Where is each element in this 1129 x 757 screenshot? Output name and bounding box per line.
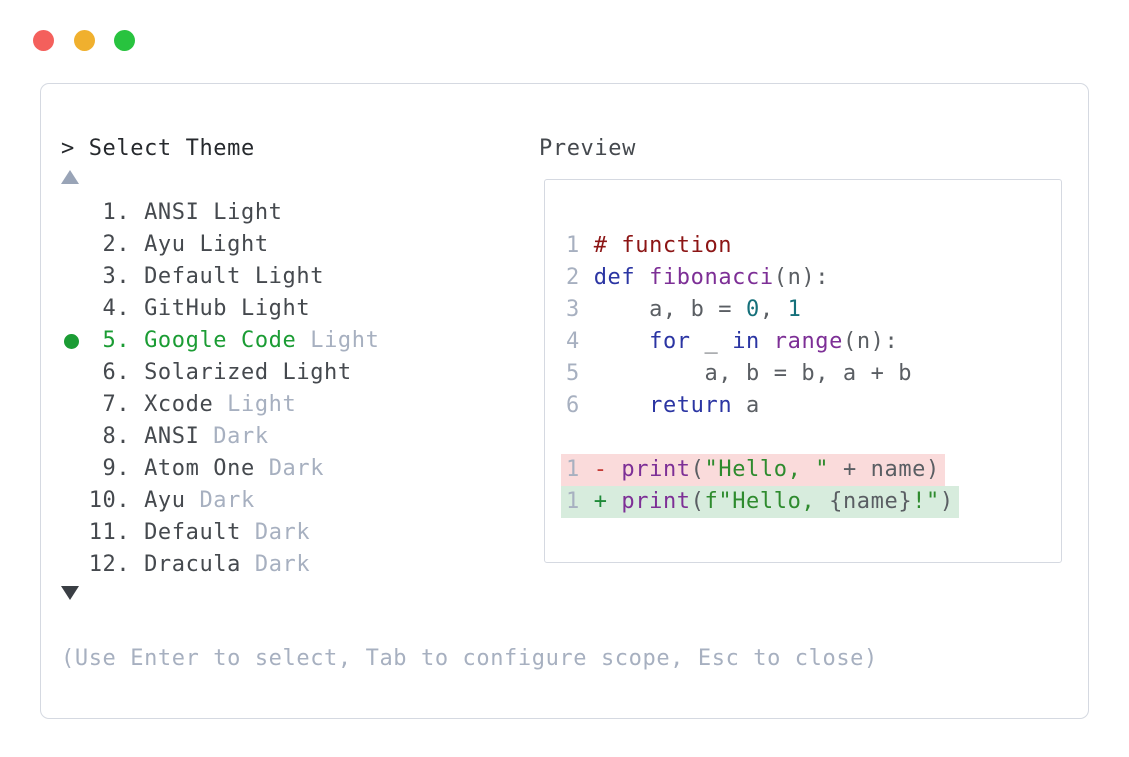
scroll-up-icon xyxy=(61,170,79,184)
help-text: (Use Enter to select, Tab to configure s… xyxy=(61,646,878,671)
line-number: 1 xyxy=(566,457,594,482)
theme-item-label: 6. Solarized Light xyxy=(61,360,352,385)
diff-added-line: 1 + print(f"Hello, {name}!") xyxy=(561,486,959,518)
theme-item-label: 4. GitHub Light xyxy=(61,296,311,321)
code-line: 2 def fibonacci(n): xyxy=(566,265,830,290)
theme-list-item-1[interactable]: 1. ANSI Light xyxy=(41,197,1088,229)
theme-list-item-12[interactable]: 12. Dracula Dark xyxy=(41,549,1088,581)
diff-removed-line: 1 - print("Hello, " + name) xyxy=(561,454,959,486)
close-window-button[interactable] xyxy=(33,30,54,51)
code-line xyxy=(566,422,959,454)
theme-list-item-2[interactable]: 2. Ayu Light xyxy=(41,229,1088,261)
theme-item-variant-label: Light xyxy=(213,392,297,417)
theme-item-label: 9. Atom One xyxy=(61,456,255,481)
scroll-down-icon xyxy=(61,586,79,600)
theme-item-variant-label: Dark xyxy=(241,552,311,577)
theme-picker-panel: > Select Theme 1. ANSI Light 2. Ayu Ligh… xyxy=(40,83,1089,719)
line-number: 3 xyxy=(566,297,594,322)
code-line: 3 a, b = 0, 1 xyxy=(566,297,802,322)
theme-list-item-9[interactable]: 9. Atom One Dark xyxy=(41,453,1088,485)
theme-item-variant-label: Dark xyxy=(185,488,255,513)
theme-list-item-3[interactable]: 3. Default Light xyxy=(41,261,1088,293)
line-number: 2 xyxy=(566,265,594,290)
theme-item-label: 3. Default Light xyxy=(61,264,325,289)
theme-item-variant-label: Light xyxy=(296,328,380,353)
minimize-window-button[interactable] xyxy=(74,30,95,51)
preview-label: Preview xyxy=(539,136,636,161)
theme-item-label: 11. Default xyxy=(61,520,241,545)
theme-item-label: 10. Ayu xyxy=(61,488,186,513)
preview-box: 1 # function 2 def fibonacci(n): 3 a, b = … xyxy=(544,179,1062,563)
selected-item-dot xyxy=(64,334,79,349)
code-preview: 1 # function 2 def fibonacci(n): 3 a, b = … xyxy=(561,230,959,518)
theme-item-variant-label: Dark xyxy=(241,520,311,545)
theme-item-variant-label: Dark xyxy=(254,456,325,481)
theme-item-label: 12. Dracula xyxy=(61,552,241,577)
theme-list: 1. ANSI Light 2. Ayu Light 3. Default Li… xyxy=(41,197,1088,581)
scroll-down-button[interactable] xyxy=(61,577,81,609)
theme-list-item-10[interactable]: 10. Ayu Dark xyxy=(41,485,1088,517)
select-theme-prompt: > Select Theme xyxy=(61,136,255,161)
line-number: 4 xyxy=(566,329,594,354)
theme-item-label: 5. Google Code xyxy=(61,328,297,353)
code-line: 6 return a xyxy=(566,393,760,418)
theme-list-item-4[interactable]: 4. GitHub Light xyxy=(41,293,1088,325)
theme-list-item-11[interactable]: 11. Default Dark xyxy=(41,517,1088,549)
scroll-up-button[interactable] xyxy=(61,161,81,193)
theme-list-item-5[interactable]: 5. Google Code Light xyxy=(41,325,1088,357)
theme-list-item-6[interactable]: 6. Solarized Light xyxy=(41,357,1088,389)
theme-item-label: 1. ANSI Light xyxy=(61,200,283,225)
code-line: 1 # function xyxy=(566,233,733,258)
zoom-window-button[interactable] xyxy=(114,30,135,51)
line-number: 6 xyxy=(566,393,594,418)
theme-item-variant-label: Dark xyxy=(199,424,269,449)
theme-item-label: 7. Xcode xyxy=(61,392,214,417)
line-number: 5 xyxy=(566,361,594,386)
theme-list-item-8[interactable]: 8. ANSI Dark xyxy=(41,421,1088,453)
line-number: 1 xyxy=(566,489,594,514)
theme-item-label: 8. ANSI xyxy=(61,424,200,449)
theme-item-label: 2. Ayu Light xyxy=(61,232,269,257)
code-line: 4 for _ in range(n): xyxy=(566,329,899,354)
theme-list-item-7[interactable]: 7. Xcode Light xyxy=(41,389,1088,421)
code-line: 5 a, b = b, a + b xyxy=(566,361,913,386)
line-number: 1 xyxy=(566,233,594,258)
